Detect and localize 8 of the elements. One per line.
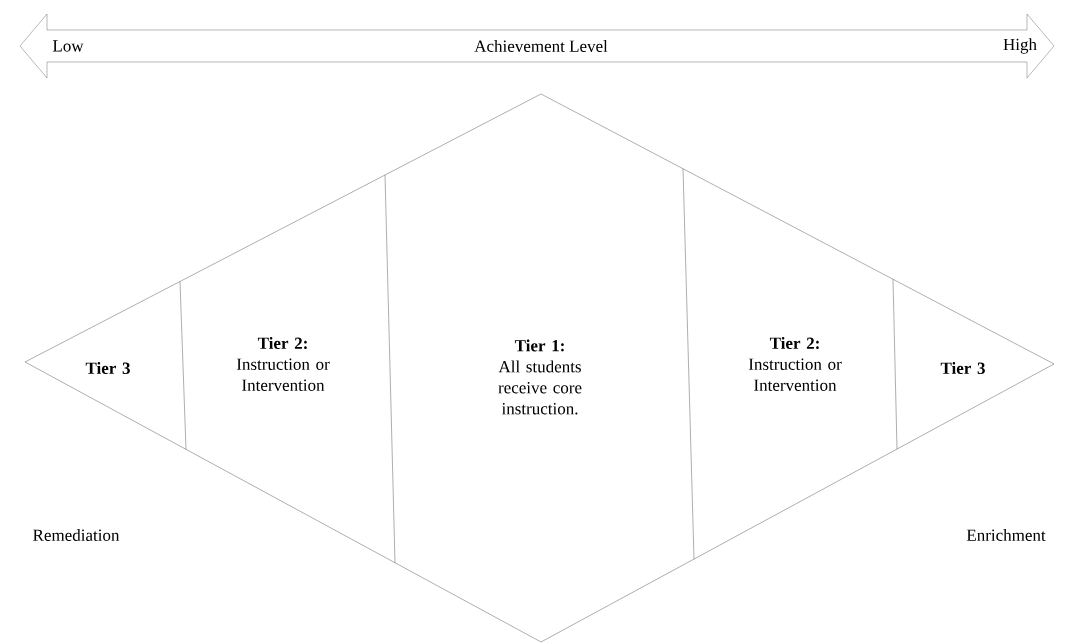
tier-section: Tier 2: Instruction or Intervention: [236, 337, 330, 391]
double-arrow-band: Low Achievement Level High: [19, 13, 1055, 79]
side-label: Remediation: [33, 529, 120, 541]
tier-section: Tier 3: [85, 362, 130, 374]
tier-section: Tier 3: [940, 362, 985, 374]
tier-section: Tier 1: All students receive core instruction.: [498, 339, 582, 415]
side-label: Enrichment: [966, 529, 1046, 541]
tier-section: Tier 2: Instruction or Intervention: [748, 337, 842, 391]
